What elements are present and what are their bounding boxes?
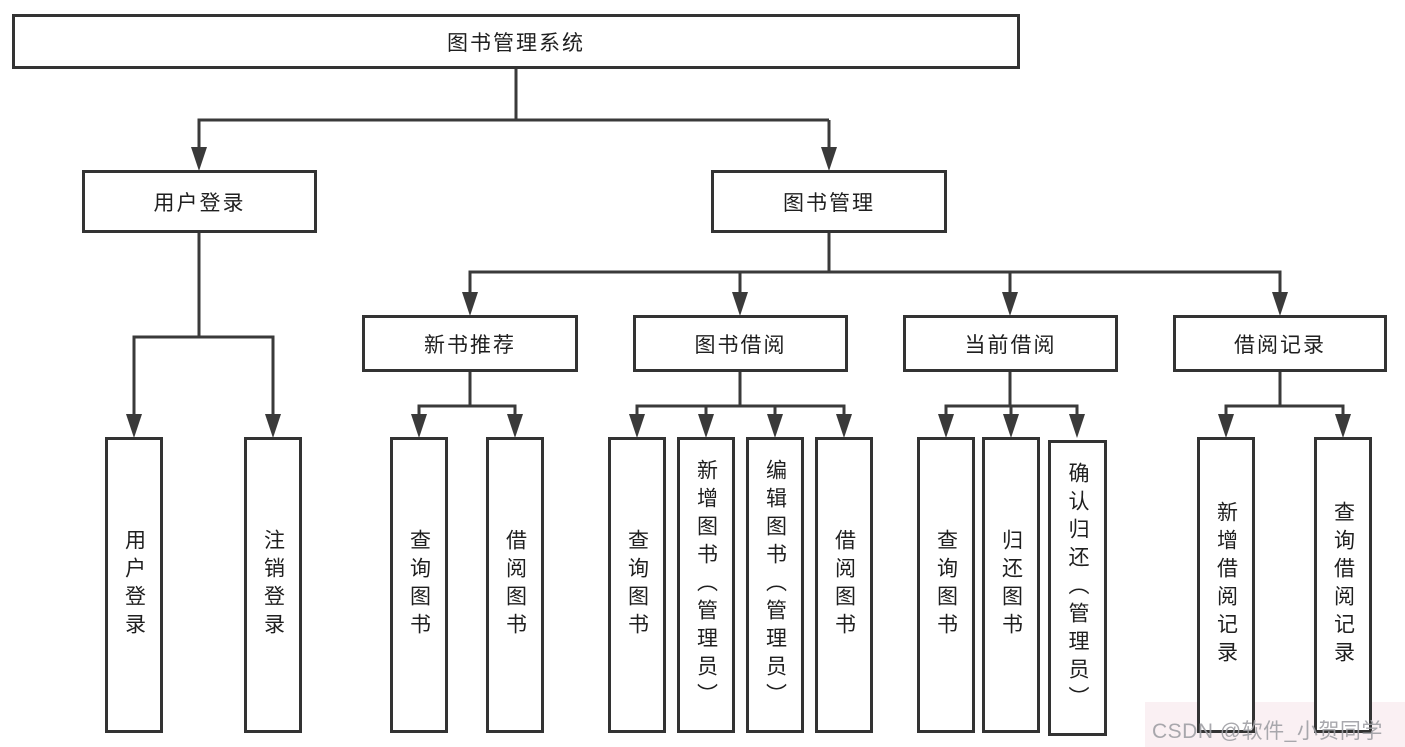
node-user-login: 用户登录: [82, 170, 317, 233]
node-new-book-recommend: 新书推荐: [362, 315, 578, 372]
leaf-query-borrow-record: 查询借阅记录: [1314, 437, 1372, 733]
csdn-watermark: CSDN @软件_小贺同学: [1152, 720, 1383, 743]
leaf-borrow-books-2: 借阅图书: [815, 437, 873, 733]
leaf-query-books-3: 查询图书: [917, 437, 975, 733]
leaf-borrow-books-1: 借阅图书: [486, 437, 544, 733]
node-current-borrow: 当前借阅: [903, 315, 1118, 372]
leaf-query-books-1: 查询图书: [390, 437, 448, 733]
node-borrow-records: 借阅记录: [1173, 315, 1387, 372]
leaf-add-books-admin: 新增图书（管理员）: [677, 437, 735, 733]
node-root-library-system: 图书管理系统: [12, 14, 1020, 69]
leaf-edit-books-admin: 编辑图书（管理员）: [746, 437, 804, 733]
node-book-borrow: 图书借阅: [633, 315, 848, 372]
leaf-confirm-return-admin: 确认归还（管理员）: [1048, 440, 1107, 736]
leaf-user-login: 用户登录: [105, 437, 163, 733]
leaf-return-books: 归还图书: [982, 437, 1040, 733]
leaf-query-books-2: 查询图书: [608, 437, 666, 733]
node-book-management: 图书管理: [711, 170, 947, 233]
leaf-logout: 注销登录: [244, 437, 302, 733]
leaf-add-borrow-record: 新增借阅记录: [1197, 437, 1255, 733]
